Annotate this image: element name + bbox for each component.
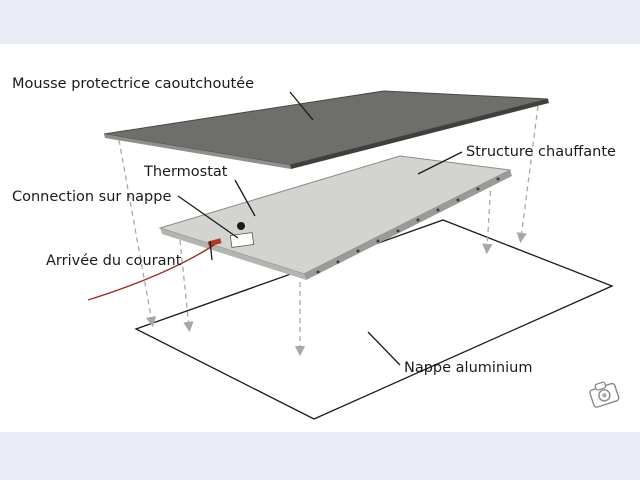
label-thermostat: Thermostat <box>143 164 228 180</box>
camera-icon <box>589 381 620 408</box>
drop-line <box>179 239 194 333</box>
label-structure: Structure chauffante <box>466 144 616 160</box>
leader-line-mousse <box>289 91 314 121</box>
leader-line-thermostat <box>234 179 256 217</box>
label-nappe: Nappe aluminium <box>404 360 532 376</box>
drop-line <box>516 105 539 244</box>
leader-line-nappe <box>367 331 401 366</box>
drop-line <box>118 139 157 328</box>
thermostat-sensor <box>237 222 245 230</box>
label-mousse: Mousse protectrice caoutchoutée <box>12 76 254 92</box>
connector-holes <box>316 177 500 274</box>
leader-line-arrivee <box>209 240 213 261</box>
drop-line <box>482 181 493 255</box>
foam-layer <box>103 90 549 169</box>
leader-line-structure <box>417 151 463 175</box>
leader-line-connection <box>177 195 239 239</box>
power-wire <box>87 244 215 301</box>
heating-structure <box>158 155 512 280</box>
power-connector <box>207 238 222 247</box>
label-connection: Connection sur nappe <box>12 189 171 205</box>
label-arrivee: Arrivée du courant <box>46 253 182 269</box>
exploded-heating-panel-diagram: Mousse protectrice caoutchoutée Structur… <box>12 76 620 420</box>
diagram-canvas: Mousse protectrice caoutchoutée Structur… <box>0 44 640 432</box>
